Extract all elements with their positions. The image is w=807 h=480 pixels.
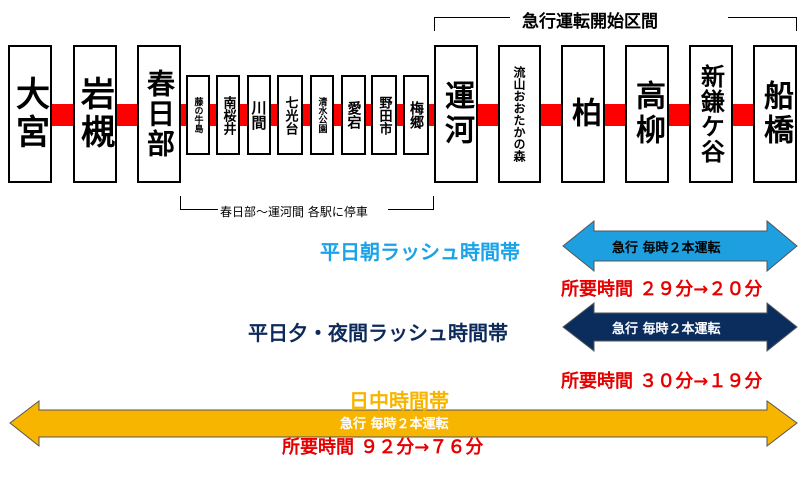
station-umesato: 梅郷	[403, 75, 429, 155]
top-bracket-right	[728, 17, 797, 31]
station-nodashi: 野田市	[371, 75, 397, 155]
station-kashiwa: 柏	[561, 45, 605, 183]
top-bracket-left	[434, 17, 510, 31]
station-nagareyama-otakanomori: 流山おおたかの森	[498, 45, 541, 183]
evening-time: 所要時間 ３０分→１９分	[561, 371, 763, 392]
station-iwatsuki: 岩槻	[73, 45, 117, 183]
evening-arrow-text: 急行 毎時２本運転	[612, 322, 721, 337]
morning-arrow	[562, 219, 798, 273]
daytime-label: 日中時間帯	[349, 389, 449, 413]
daytime-arrow	[9, 399, 798, 448]
daytime-time: 所要時間 ９２分→７６分	[282, 437, 484, 458]
daytime-arrow-text: 急行 毎時２本運転	[340, 417, 449, 432]
bottom-bracket-label: 春日部～運河間 各駅に停車	[220, 205, 368, 219]
evening-arrow	[562, 301, 798, 353]
station-nanakodai: 七光台	[277, 75, 303, 155]
top-bracket-label: 急行運転開始区間	[522, 12, 658, 32]
station-omiya: 大宮	[8, 45, 52, 183]
station-funabashi: 船橋	[753, 45, 797, 183]
station-shimizukoen: 清水公園	[310, 75, 334, 155]
station-takayanagi: 高柳	[625, 45, 669, 183]
station-shinkamagaya: 新鎌ケ谷	[689, 45, 733, 183]
morning-time: 所要時間 ２９分→２０分	[561, 279, 763, 300]
station-unga: 運河	[434, 45, 478, 183]
morning-label: 平日朝ラッシュ時間帯	[320, 240, 520, 264]
station-fujinoushijima: 藤の牛島	[186, 75, 210, 155]
station-kasukabe: 春日部	[137, 45, 181, 183]
station-minamisakurai: 南桜井	[216, 75, 240, 155]
station-kawama: 川間	[247, 75, 271, 155]
morning-arrow-text: 急行 毎時２本運転	[612, 241, 721, 256]
bottom-bracket-left	[180, 196, 218, 210]
evening-label: 平日夕・夜間ラッシュ時間帯	[248, 321, 508, 345]
bottom-bracket-right	[388, 196, 434, 210]
station-atago: 愛宕	[341, 75, 366, 155]
